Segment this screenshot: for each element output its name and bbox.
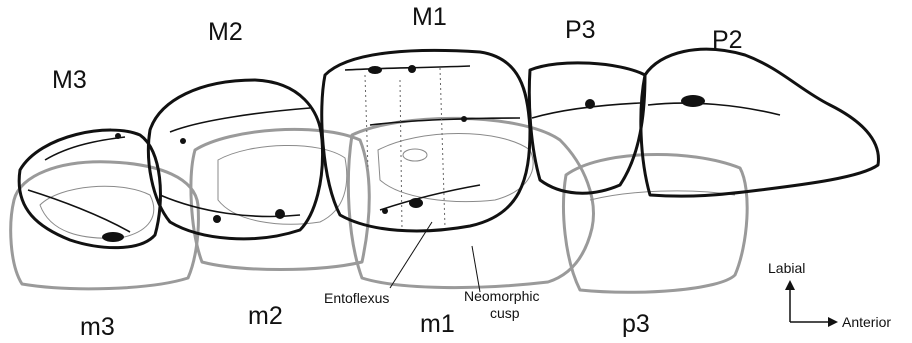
upper-m3-outline — [19, 130, 160, 248]
upper-m1-dot-c — [409, 198, 423, 208]
orientation-compass: Labial Anterior — [768, 260, 891, 330]
lower-m3-outline — [11, 162, 199, 289]
upper-m2-dot-a — [213, 215, 221, 223]
upper-m1-outline — [322, 50, 530, 231]
upper-p3-outline — [529, 63, 645, 193]
upper-m1-crest — [345, 66, 470, 70]
upper-m1-dot-e — [461, 116, 467, 122]
upper-p2-outline — [641, 49, 879, 196]
label-upper-m2: M2 — [208, 18, 243, 46]
upper-m3-cusp-dot-small — [115, 133, 121, 139]
lower-m3-inner — [40, 186, 154, 238]
label-upper-p3: P3 — [565, 16, 596, 44]
upper-m2-dot-b — [275, 209, 285, 219]
upper-m1-dot-b — [408, 65, 416, 73]
lower-p3-outline — [564, 154, 748, 292]
label-upper-m1: M1 — [412, 3, 447, 31]
lower-m1-fossette — [403, 149, 427, 161]
upper-p2-dot — [681, 95, 705, 107]
anterior-arrow-head — [828, 317, 838, 327]
neomorphic-pointer — [472, 246, 480, 292]
lower-m1-outline — [348, 118, 593, 287]
label-lower-m1: m1 — [420, 310, 455, 338]
label-anterior: Anterior — [842, 314, 891, 330]
label-neomorphic-line1: Neomorphic — [464, 288, 539, 304]
label-lower-m2: m2 — [248, 302, 283, 330]
label-labial: Labial — [768, 260, 805, 276]
upper-m1-dot-a — [368, 66, 382, 74]
upper-p3-dot — [585, 99, 595, 109]
upper-m1-dotted-a — [365, 68, 445, 230]
labial-arrow-head — [785, 280, 795, 290]
label-lower-p3: p3 — [622, 310, 650, 338]
upper-m2-dot-c — [180, 138, 186, 144]
upper-p2-ridge — [648, 103, 780, 115]
upper-m3-cusp-dot — [102, 232, 124, 242]
label-neomorphic-line2: cusp — [490, 305, 520, 321]
label-upper-p2: P2 — [712, 26, 743, 54]
upper-teeth-layer — [19, 49, 878, 247]
label-entoflexus: Entoflexus — [324, 290, 389, 306]
label-lower-m3: m3 — [80, 313, 115, 341]
label-upper-m3: M3 — [52, 66, 87, 94]
upper-m1-entoflexus — [380, 185, 480, 210]
upper-m1-dot-d — [382, 208, 388, 214]
